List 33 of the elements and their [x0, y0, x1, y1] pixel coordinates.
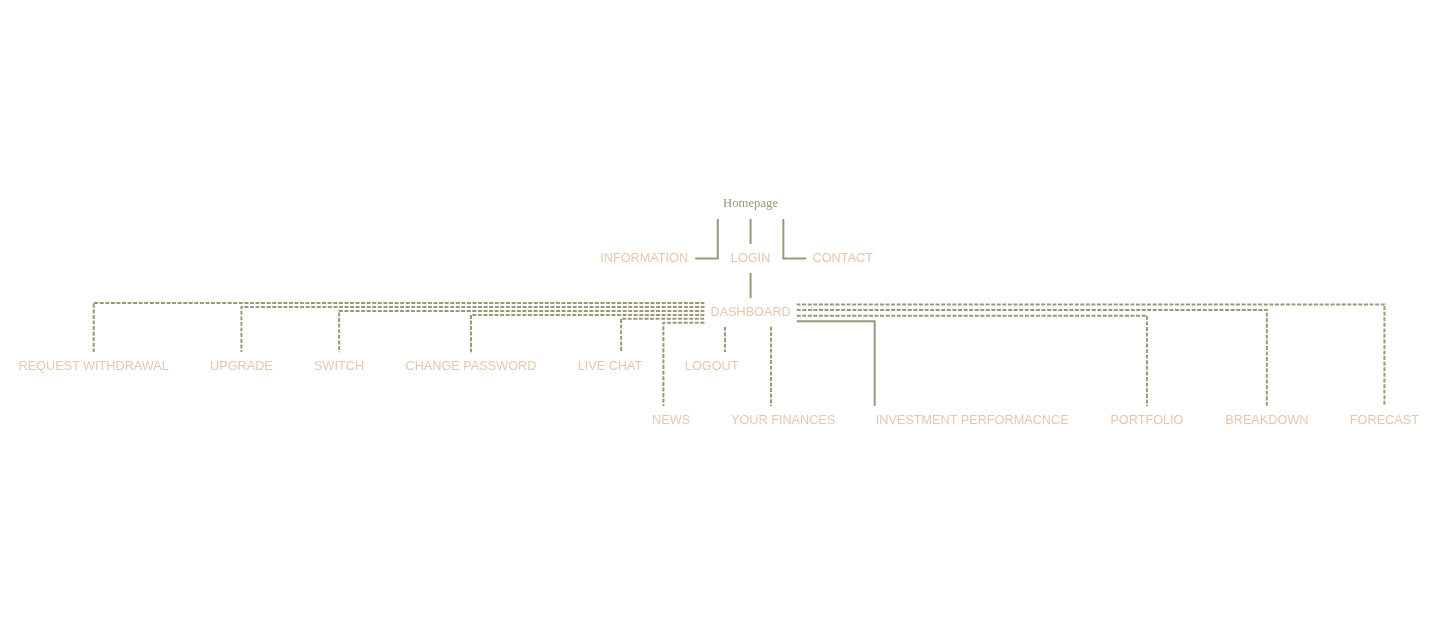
node-text: LOGOUT — [684, 358, 739, 373]
node-text: LIVE CHAT — [577, 358, 643, 373]
connector — [749, 217, 752, 245]
connector — [770, 325, 773, 408]
node-text: YOUR FINANCES — [730, 412, 836, 427]
connector — [795, 320, 876, 408]
node-text: SWITCH — [314, 358, 365, 373]
node-text: Homepage — [723, 196, 779, 211]
connector — [782, 217, 808, 260]
node-text: INVESTMENT PERFORMACNCE — [875, 412, 1069, 427]
node-text: LOGIN — [730, 250, 771, 265]
node-text: PORTFOLIO — [1110, 412, 1184, 427]
connector — [620, 317, 706, 354]
connector — [338, 309, 706, 354]
node-text: CHANGE PASSWORD — [405, 358, 537, 373]
node-text: FORECAST — [1349, 412, 1419, 427]
connector — [795, 303, 1386, 408]
connector — [795, 314, 1148, 408]
connector — [92, 301, 706, 354]
connector — [470, 313, 706, 354]
node-text: REQUEST WITHDRAWAL — [18, 358, 169, 373]
node-text: CONTACT — [812, 250, 873, 265]
connector — [795, 309, 1268, 408]
connector — [662, 321, 706, 408]
connector — [240, 305, 706, 354]
node-text: NEWS — [652, 412, 691, 427]
connector — [723, 325, 726, 353]
connector — [749, 271, 752, 299]
connector — [694, 217, 719, 260]
node-text: DASHBOARD — [710, 304, 791, 319]
node-text: UPGRADE — [210, 358, 273, 373]
node-text: BREAKDOWN — [1225, 412, 1309, 427]
node-text: INFORMATION — [600, 250, 689, 265]
